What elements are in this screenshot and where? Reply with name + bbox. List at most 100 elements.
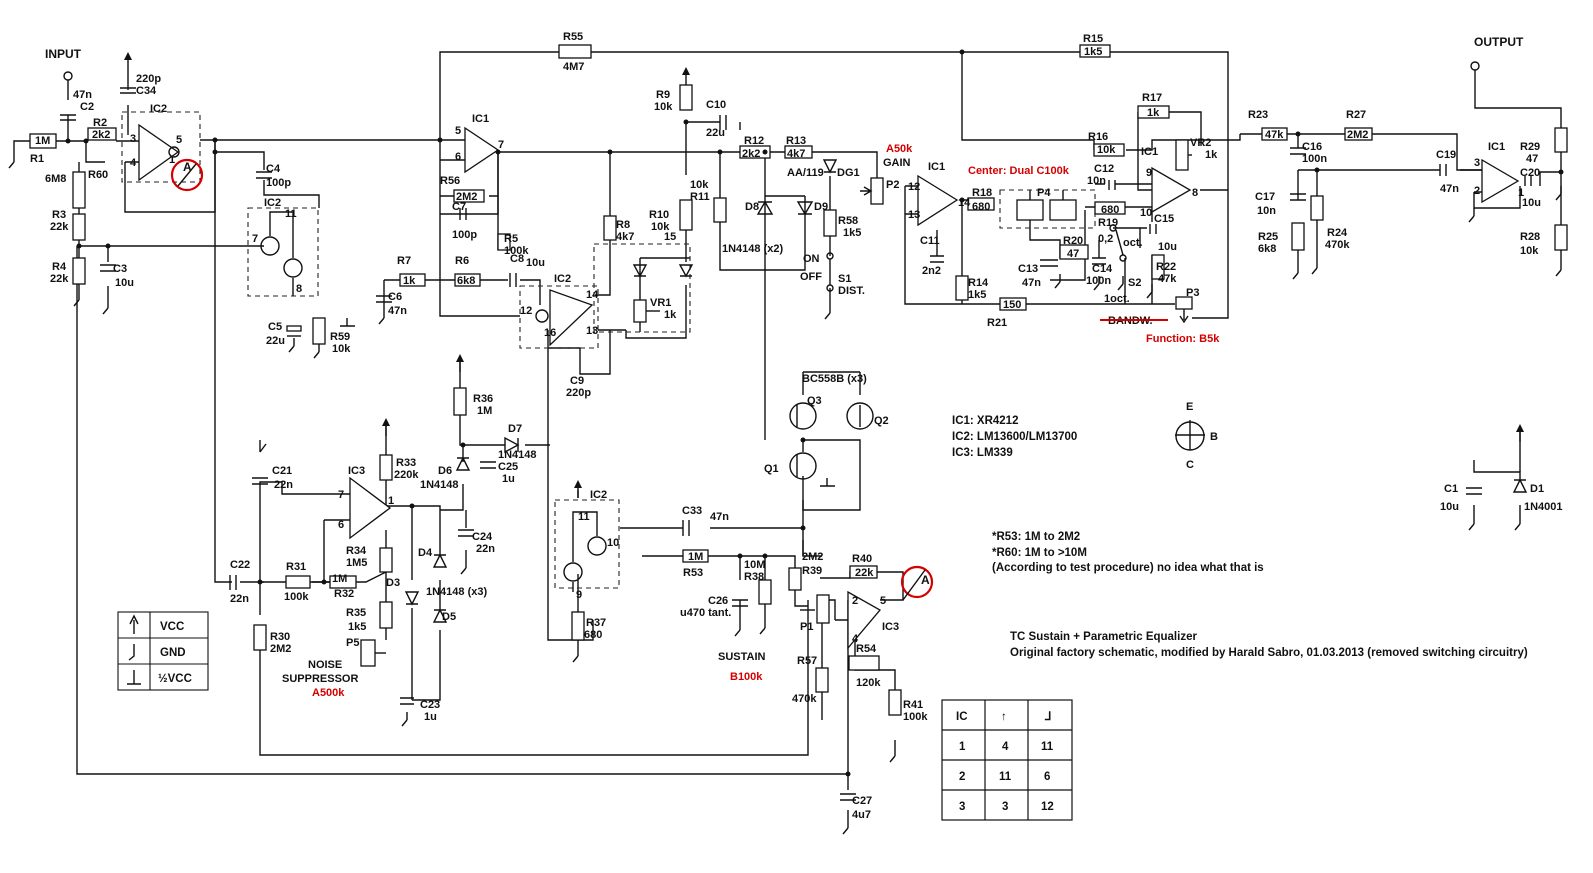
svg-text:R57: R57	[797, 655, 817, 667]
svg-text:C12: C12	[1094, 163, 1114, 175]
svg-text:10u: 10u	[1440, 501, 1459, 513]
svg-text:R60: R60	[88, 169, 108, 181]
potentiometers	[360, 139, 1193, 667]
svg-text:8: 8	[296, 283, 302, 295]
svg-text:9: 9	[576, 589, 582, 601]
svg-text:470k: 470k	[1325, 239, 1350, 251]
svg-text:1oct.: 1oct.	[1104, 293, 1130, 305]
diodes	[404, 159, 1528, 623]
svg-text:1k: 1k	[1205, 149, 1218, 161]
ic-list: IC1: XR4212 IC2: LM13600/LM13700 IC3: LM…	[952, 415, 1077, 459]
svg-text:6k8: 6k8	[457, 275, 475, 287]
svg-text:C: C	[1186, 459, 1194, 471]
svg-text:120k: 120k	[856, 677, 881, 689]
svg-text:OFF: OFF	[800, 271, 822, 283]
svg-text:1k5: 1k5	[348, 621, 366, 633]
svg-text:R5: R5	[504, 233, 518, 245]
svg-text:14: 14	[586, 289, 599, 301]
note-r53: *R53: 1M to 2M2	[992, 531, 1080, 543]
svg-text:2n2: 2n2	[922, 265, 941, 277]
component-labels: INPUT OUTPUT R1 1M 47n C2 220p C34 R2 2k…	[30, 31, 1563, 821]
svg-text:5: 5	[455, 125, 461, 137]
svg-text:Q2: Q2	[874, 415, 889, 427]
svg-text:R39: R39	[802, 565, 822, 577]
svg-text:0,2: 0,2	[1098, 233, 1113, 245]
svg-text:2M2: 2M2	[802, 551, 823, 563]
svg-text:10M: 10M	[744, 559, 765, 571]
red-annotations: A50k Center: Dual C100k Function: B5k A5…	[312, 143, 1220, 699]
svg-text:C21: C21	[272, 465, 292, 477]
svg-text:1k: 1k	[403, 275, 416, 287]
svg-text:R16: R16	[1088, 131, 1108, 143]
svg-text:10n: 10n	[1257, 205, 1276, 217]
svg-text:C9: C9	[570, 375, 584, 387]
svg-text:680: 680	[1101, 204, 1119, 216]
svg-text:D6: D6	[438, 465, 452, 477]
svg-text:DIST.: DIST.	[838, 285, 865, 297]
svg-text:R58: R58	[838, 215, 858, 227]
svg-text:P2: P2	[886, 179, 899, 191]
svg-text:10k: 10k	[1520, 245, 1539, 257]
svg-text:6: 6	[338, 519, 344, 531]
svg-text:C19: C19	[1436, 149, 1456, 161]
svg-text:ON: ON	[803, 253, 820, 265]
svg-text:10u: 10u	[115, 277, 134, 289]
svg-text:C10: C10	[706, 99, 726, 111]
svg-text:10k: 10k	[690, 179, 709, 191]
svg-text:1M: 1M	[477, 405, 492, 417]
svg-text:1N4148 (x3): 1N4148 (x3)	[426, 586, 487, 598]
svg-text:1: 1	[1518, 187, 1524, 199]
svg-text:S1: S1	[838, 273, 851, 285]
svg-text:6M8: 6M8	[45, 173, 66, 185]
svg-text:R36: R36	[473, 393, 493, 405]
pin-table-cell: 11	[1041, 741, 1054, 753]
svg-text:11: 11	[285, 208, 297, 220]
svg-text:R53: R53	[683, 567, 703, 579]
svg-text:SUPPRESSOR: SUPPRESSOR	[282, 673, 358, 685]
svg-text:R54: R54	[856, 643, 877, 655]
svg-text:DG1: DG1	[837, 167, 860, 179]
svg-text:47k: 47k	[1158, 273, 1177, 285]
legend-half-vcc: ½VCC	[158, 673, 192, 685]
svg-text:47n: 47n	[73, 89, 92, 101]
svg-text:IC1: IC1	[472, 113, 489, 125]
center-pot-annotation: Center: Dual C100k	[968, 165, 1070, 177]
pin-table-header-gnd: ⅃	[1044, 710, 1051, 723]
note-procedure: (According to test procedure)	[992, 562, 1154, 574]
marker-a-label-2: A	[921, 573, 930, 587]
half-vcc-symbol-icon	[127, 670, 141, 685]
transistors	[789, 402, 1205, 480]
svg-text:C13: C13	[1018, 263, 1038, 275]
svg-text:R15: R15	[1083, 33, 1103, 45]
svg-text:12: 12	[908, 181, 920, 193]
svg-text:D1: D1	[1530, 483, 1544, 495]
pin-table-header-vcc: ↑	[1001, 711, 1007, 723]
svg-text:4k7: 4k7	[787, 148, 805, 160]
svg-text:16: 16	[544, 327, 556, 339]
svg-text:13: 13	[586, 325, 598, 337]
svg-text:1M: 1M	[688, 551, 703, 563]
marker-a-label: A	[183, 160, 192, 174]
svg-text:1N4148: 1N4148	[420, 479, 459, 491]
test-point-markers: A A	[170, 158, 934, 601]
svg-text:C26: C26	[708, 595, 728, 607]
pin-table-cell: 12	[1041, 801, 1054, 813]
svg-text:1k5: 1k5	[968, 289, 986, 301]
svg-text:C7: C7	[452, 201, 466, 213]
svg-text:D8: D8	[745, 201, 759, 213]
svg-text:1M: 1M	[332, 573, 347, 585]
svg-text:C6: C6	[388, 291, 402, 303]
svg-text:R3: R3	[52, 209, 66, 221]
svg-text:220p: 220p	[566, 387, 591, 399]
svg-text:R27: R27	[1346, 109, 1366, 121]
svg-text:1k5: 1k5	[1084, 46, 1102, 58]
svg-text:100p: 100p	[266, 177, 291, 189]
svg-text:14: 14	[958, 197, 971, 209]
svg-text:R12: R12	[744, 135, 764, 147]
svg-text:IC3: IC3	[882, 621, 899, 633]
svg-text:C3: C3	[113, 263, 127, 275]
svg-text:IC3: IC3	[348, 465, 365, 477]
svg-text:R37: R37	[586, 617, 606, 629]
svg-text:4M7: 4M7	[563, 61, 584, 73]
svg-text:150: 150	[1003, 299, 1021, 311]
